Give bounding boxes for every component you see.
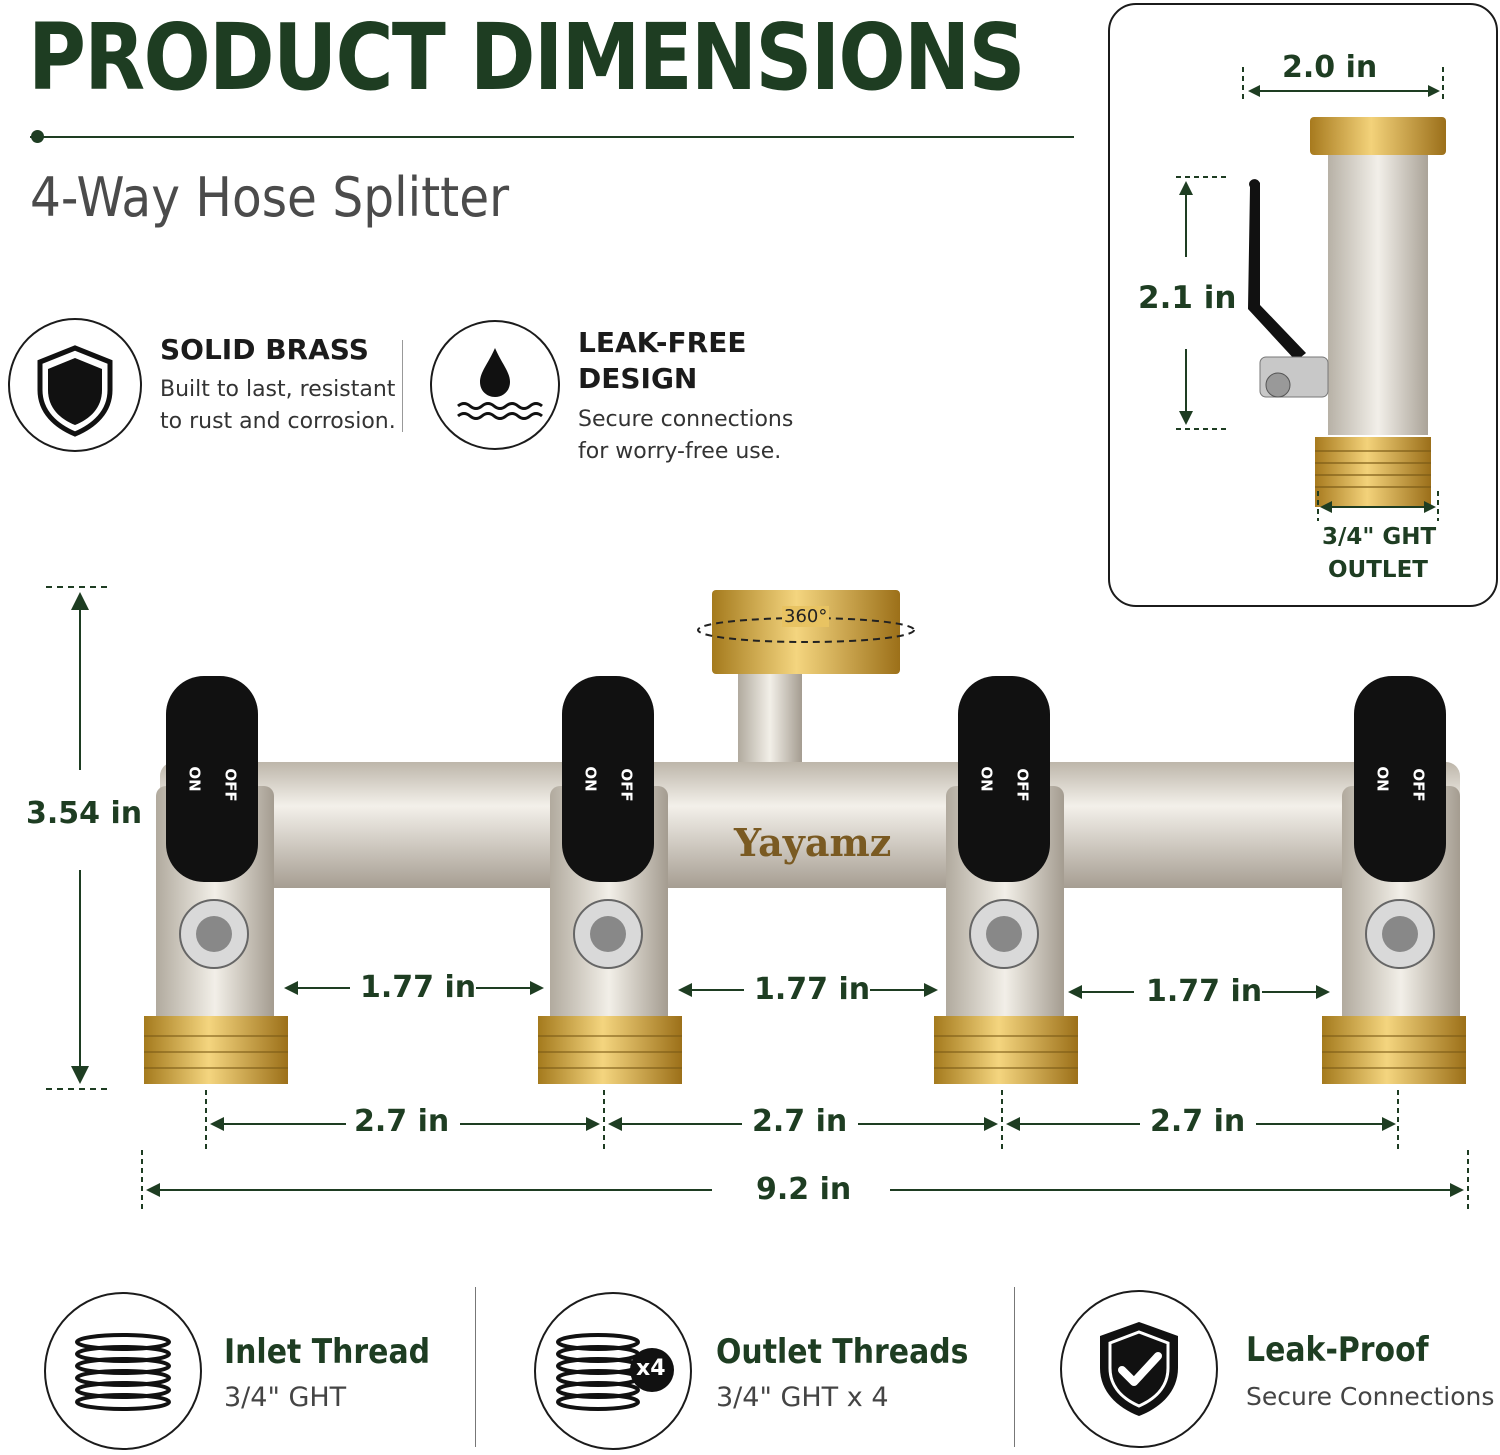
- feature-text: to rust and corrosion.: [160, 409, 396, 434]
- feature-text: 3/4" GHT: [224, 1382, 347, 1413]
- valve-on-label: ON: [1373, 766, 1392, 792]
- rotation-label: 360°: [782, 606, 830, 627]
- gap-dimension-label: 1.77 in: [1146, 974, 1263, 1009]
- x4-badge: x4: [636, 1356, 666, 1381]
- shield-icon: [37, 345, 113, 437]
- feature-text: 3/4" GHT x 4: [716, 1382, 889, 1413]
- inset-width-label: 2.0 in: [1282, 50, 1378, 85]
- feature-title-design: DESIGN: [578, 362, 698, 395]
- feature-title-leak-proof: Leak-Proof: [1246, 1330, 1429, 1370]
- shield-check-icon: [1100, 1322, 1178, 1416]
- valve-off-label: OFF: [1013, 768, 1032, 802]
- valve-off-label: OFF: [221, 768, 240, 802]
- feature-text: Built to last, resistant: [160, 377, 396, 402]
- threads-x4-icon: [556, 1333, 674, 1411]
- feature-title-solid-brass: SOLID BRASS: [160, 333, 369, 366]
- valve-group: [144, 676, 1466, 1084]
- valve-on-label: ON: [977, 766, 996, 792]
- hose-splitter-drawing: [46, 586, 1469, 1210]
- spacing-dimension-label: 2.7 in: [752, 1104, 848, 1139]
- spacing-dimension-label: 2.7 in: [354, 1104, 450, 1139]
- valve-on-label: ON: [185, 766, 204, 792]
- solid-brass-badge: [8, 318, 142, 452]
- valve-off-label: OFF: [1409, 768, 1428, 802]
- gap-dimension-label: 1.77 in: [754, 972, 871, 1007]
- inlet-thread-badge: [44, 1292, 202, 1450]
- feature-separator: [1014, 1287, 1015, 1447]
- feature-title-inlet-thread: Inlet Thread: [224, 1332, 431, 1372]
- gap-dimension-label: 1.77 in: [360, 970, 477, 1005]
- leak-free-badge: [430, 320, 560, 450]
- feature-separator: [475, 1287, 476, 1447]
- page-title: PRODUCT DIMENSIONS: [28, 4, 1025, 111]
- total-width-label: 9.2 in: [756, 1172, 852, 1207]
- feature-text: for worry-free use.: [578, 439, 782, 464]
- title-divider: [30, 136, 1074, 138]
- feature-text: Secure Connections: [1246, 1382, 1495, 1411]
- inset-height-label: 2.1 in: [1138, 280, 1237, 316]
- single-valve-inset: [1108, 3, 1498, 607]
- feature-title-leak-free: LEAK-FREE: [578, 326, 747, 359]
- divider-dot: [31, 130, 44, 143]
- spacing-dimension-label: 2.7 in: [1150, 1104, 1246, 1139]
- valve-on-label: ON: [581, 766, 600, 792]
- water-drop-icon: [457, 348, 543, 420]
- feature-separator: [402, 340, 403, 432]
- inset-outlet-label: OUTLET: [1328, 557, 1428, 583]
- feature-text: Secure connections: [578, 407, 794, 432]
- leak-proof-badge: [1060, 1290, 1218, 1448]
- single-valve-drawing: [1176, 67, 1446, 521]
- height-dimension-label: 3.54 in: [26, 796, 143, 831]
- thread-icon: [75, 1333, 171, 1411]
- feature-title-outlet-threads: Outlet Threads: [716, 1332, 969, 1372]
- inset-outlet-label: 3/4" GHT: [1322, 524, 1437, 550]
- brand-logo: Yayamz: [734, 820, 892, 865]
- outlet-threads-badge: [534, 1292, 692, 1450]
- page-subtitle: 4-Way Hose Splitter: [30, 166, 510, 229]
- valve-off-label: OFF: [617, 768, 636, 802]
